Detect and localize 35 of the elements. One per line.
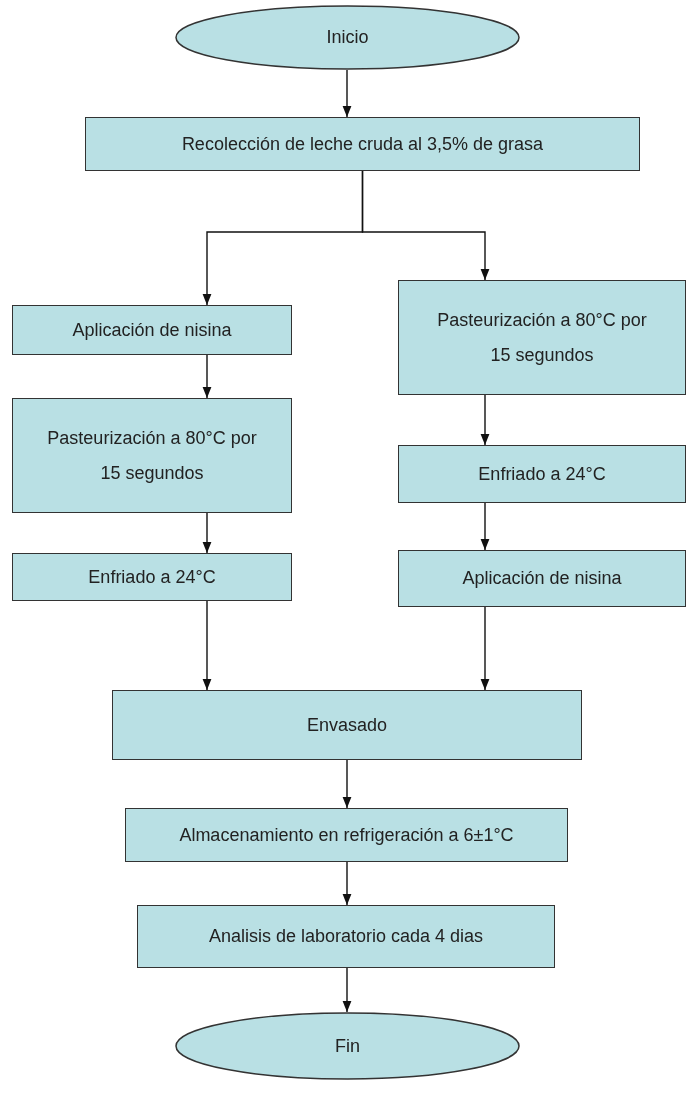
step-label: Enfriado a 24°C [478,462,606,486]
step-label: Inicio [326,26,369,50]
arrow [342,759,352,809]
terminal-ellipse [175,5,520,70]
arrow [480,606,490,691]
process-box [85,117,640,171]
arrow [202,512,212,554]
process-box [398,445,686,503]
arrow [342,861,352,906]
process-box [12,398,292,513]
step-label: Envasado [306,713,388,737]
process-box [12,553,292,601]
arrow [202,600,212,691]
arrow [342,69,352,118]
process-box [137,905,555,968]
process-box [398,550,686,607]
terminal-ellipse [175,1012,520,1080]
step-label: Enfriado a 24°C [88,565,216,589]
arrow [202,354,212,399]
step-label: Aplicación de nisina [72,318,232,342]
process-box [398,280,686,395]
process-box [12,305,292,355]
step-label: Almacenamiento en refrigeración a 6±1°C [179,823,514,847]
step-label: Recolección de leche cruda al 3,5% de grasa [181,132,544,156]
arrow [361,170,490,281]
step-label: Pasteurización a 80°C por 15 segundos [436,309,648,367]
step-label: Pasteurización a 80°C por 15 segundos [46,427,258,485]
step-label: Fin [335,1034,360,1058]
process-box [112,690,582,760]
step-label: Analisis de laboratorio cada 4 dias [208,925,484,949]
arrow [342,967,352,1013]
arrow [480,394,490,446]
arrow [480,502,490,551]
process-box [125,808,568,862]
step-label: Aplicación de nisina [462,567,622,591]
